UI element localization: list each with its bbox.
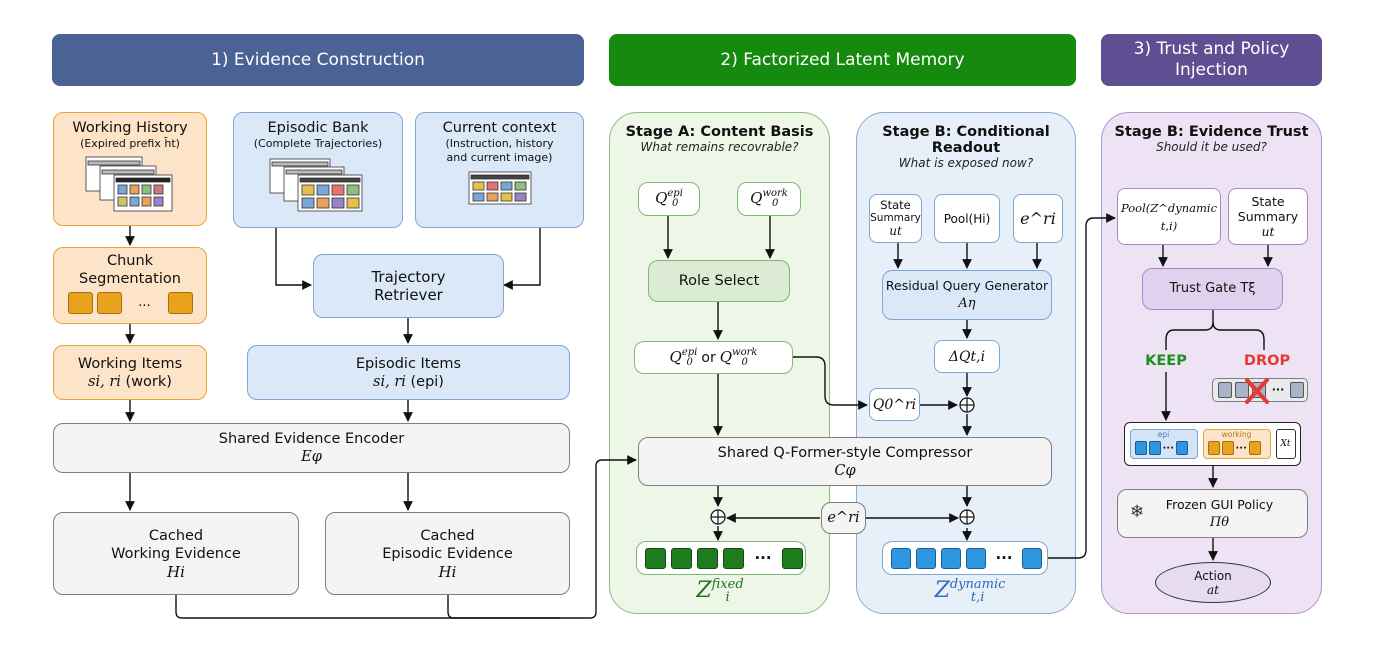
trajectory-retriever-box: Trajectory Retriever: [313, 254, 504, 318]
current-context-box: Current context (Instruction, history an…: [415, 112, 584, 228]
z-fixed-token: [697, 547, 718, 569]
state-summary-box: State Summary ut: [869, 194, 922, 243]
snowflake-icon: ❄: [1130, 502, 1145, 522]
stage-b-trust-heading: Stage B: Evidence Trust Should it be use…: [1114, 124, 1309, 154]
shared-compressor-box: Shared Q-Former-style Compressor Cφ: [638, 437, 1052, 486]
trust-state-summary-box: State Summary ut: [1228, 188, 1308, 245]
z-dynamic-token: [1022, 547, 1042, 569]
z-fixed-token: [671, 547, 692, 569]
dropped-token: [1218, 382, 1232, 398]
working-history-box: Working History (Expired prefix h̄t): [53, 112, 207, 226]
chunk-block: [67, 292, 93, 314]
pool-h-box: Pool(Hi): [934, 194, 1000, 243]
e-ri-top-box: e^ri: [1013, 194, 1063, 243]
z-fixed-tokens: ···: [636, 541, 806, 575]
keep-label: KEEP: [1145, 353, 1187, 369]
q0-ri-box: Q0^ri: [869, 388, 920, 421]
role-select-box: Role Select: [648, 260, 790, 302]
trajectory-stack-icon: [269, 158, 363, 212]
header-evidence-construction: 1) Evidence Construction: [52, 34, 584, 86]
e-ri-center-box: e^ri: [821, 502, 866, 534]
frozen-gui-policy-box: ❄ Frozen GUI Policy Πθ: [1117, 489, 1308, 538]
pool-z-box: Pool(Z^dynamic t,i): [1117, 188, 1221, 245]
cached-working-evidence-box: Cached Working Evidence Hi: [53, 512, 299, 595]
working-token: [1207, 441, 1220, 455]
chunk-blocks: ...: [67, 292, 193, 314]
action-node: Action at: [1155, 562, 1271, 603]
epi-token: [1175, 441, 1188, 455]
z-dynamic-token: [891, 547, 911, 569]
current-screen-icon: [468, 171, 531, 205]
episodic-items-box: Episodic Items si, ri (epi): [247, 345, 570, 400]
chunk-block: [167, 292, 193, 314]
z-fixed-token: [723, 547, 744, 569]
stage-b-readout-heading: Stage B: Conditional Readout What is exp…: [882, 124, 1050, 170]
header-factorized-memory: 2) Factorized Latent Memory: [609, 34, 1076, 86]
working-items-box: Working Items si, ri (work): [53, 345, 207, 400]
drop-label: DROP: [1243, 353, 1291, 369]
trust-gate-box: Trust Gate Tξ: [1142, 268, 1283, 310]
working-token: [1248, 441, 1261, 455]
z-dynamic-token: [966, 547, 986, 569]
z-fixed-token: [782, 547, 803, 569]
residual-query-generator-box: Residual Query Generator Aη: [882, 270, 1052, 320]
working-token: [1221, 441, 1234, 455]
dropped-token: [1235, 382, 1249, 398]
x-token: Xt: [1275, 429, 1296, 459]
dropped-token: [1290, 382, 1304, 398]
screenshot-stack-icon: [85, 156, 173, 212]
z-dynamic-token: [916, 547, 936, 569]
working-token-group: working ···: [1202, 429, 1271, 459]
epi-token-group: epi ···: [1129, 429, 1198, 459]
z-dynamic-tokens: ···: [882, 541, 1048, 575]
epi-token: [1134, 441, 1147, 455]
episodic-bank-box: Episodic Bank (Complete Trajectories): [233, 112, 403, 228]
header-trust-policy: 3) Trust and Policy Injection: [1101, 34, 1322, 86]
epi-token: [1148, 441, 1161, 455]
z-dynamic-token: [941, 547, 961, 569]
injected-input-box: epi ··· working ··· Xt: [1124, 422, 1301, 466]
stage-a-heading: Stage A: Content Basis What remains reco…: [625, 124, 814, 154]
chunk-block: [96, 292, 122, 314]
cached-episodic-evidence-box: Cached Episodic Evidence Hi: [325, 512, 570, 595]
chunk-segmentation-box: Chunk Segmentation ...: [53, 247, 207, 324]
plus-signs: [710, 397, 975, 525]
delta-q-box: ΔQt,i: [934, 340, 1000, 373]
z-fixed-token: [645, 547, 666, 569]
shared-evidence-encoder-box: Shared Evidence Encoder Eφ: [53, 423, 570, 473]
drop-cross-icon: [1245, 378, 1269, 404]
